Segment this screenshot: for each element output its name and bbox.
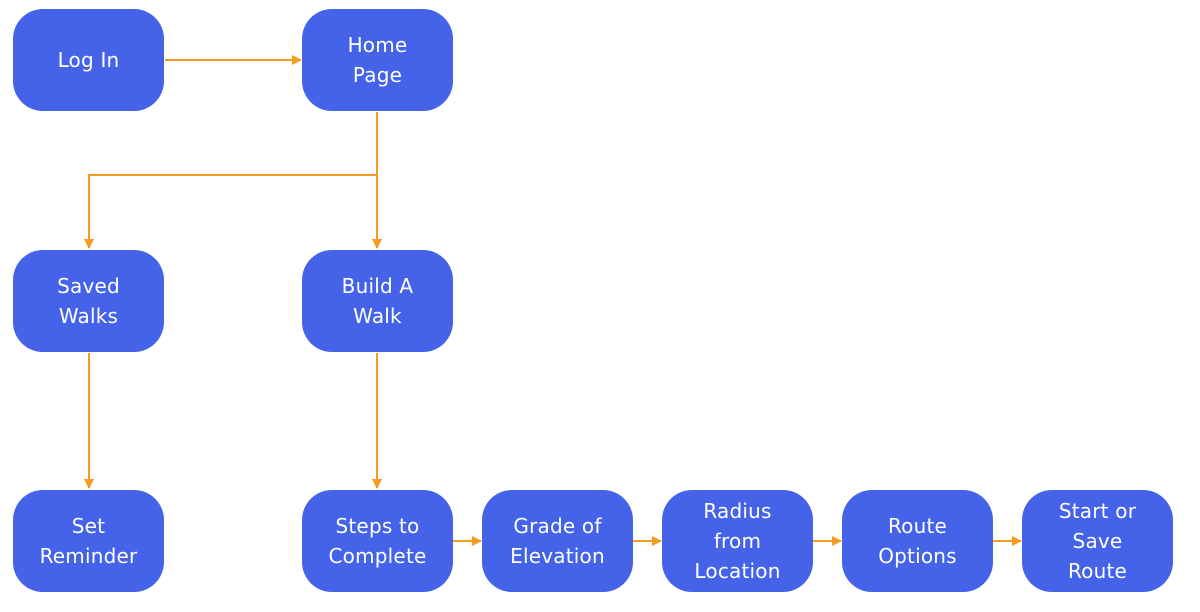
node-label-line: Saved	[57, 274, 120, 298]
node-home-page: Home Page	[302, 9, 453, 111]
node-steps-to-complete: Steps to Complete	[302, 490, 453, 592]
node-label-line: Save	[1072, 529, 1123, 553]
node-label-line: Start or	[1058, 499, 1137, 523]
node-label-line: from	[713, 529, 762, 553]
node-label-line: Route	[1067, 559, 1128, 583]
node-label-line: Complete	[328, 544, 427, 568]
node-label-line: Steps to	[335, 514, 420, 538]
node-label-line: Page	[352, 63, 403, 87]
arrow-home-to-saved-walks	[84, 174, 377, 249]
node-radius-from-location: Radius from Location	[662, 490, 813, 592]
node-label-line: Route	[887, 514, 948, 538]
node-label-line: Log In	[57, 48, 120, 72]
node-label-line: Radius	[703, 499, 772, 523]
node-build-a-walk: Build A Walk	[302, 250, 453, 352]
node-route-options: Route Options	[842, 490, 993, 592]
node-label-line: Walks	[58, 304, 119, 328]
node-log-in: Log In	[13, 9, 164, 111]
node-label-line: Elevation	[510, 544, 605, 568]
node-label-line: Set	[71, 514, 106, 538]
node-start-or-save-route: Start or Save Route	[1022, 490, 1173, 592]
node-saved-walks: Saved Walks	[13, 250, 164, 352]
node-label-line: Home	[347, 33, 408, 57]
node-label-line: Build A	[341, 274, 414, 298]
node-label-line: Reminder	[39, 544, 138, 568]
node-set-reminder: Set Reminder	[13, 490, 164, 592]
node-label-line: Grade of	[513, 514, 602, 538]
node-label-line: Location	[694, 559, 781, 583]
node-grade-of-elevation: Grade of Elevation	[482, 490, 633, 592]
node-label-line: Walk	[353, 304, 402, 328]
node-label-line: Options	[878, 544, 957, 568]
